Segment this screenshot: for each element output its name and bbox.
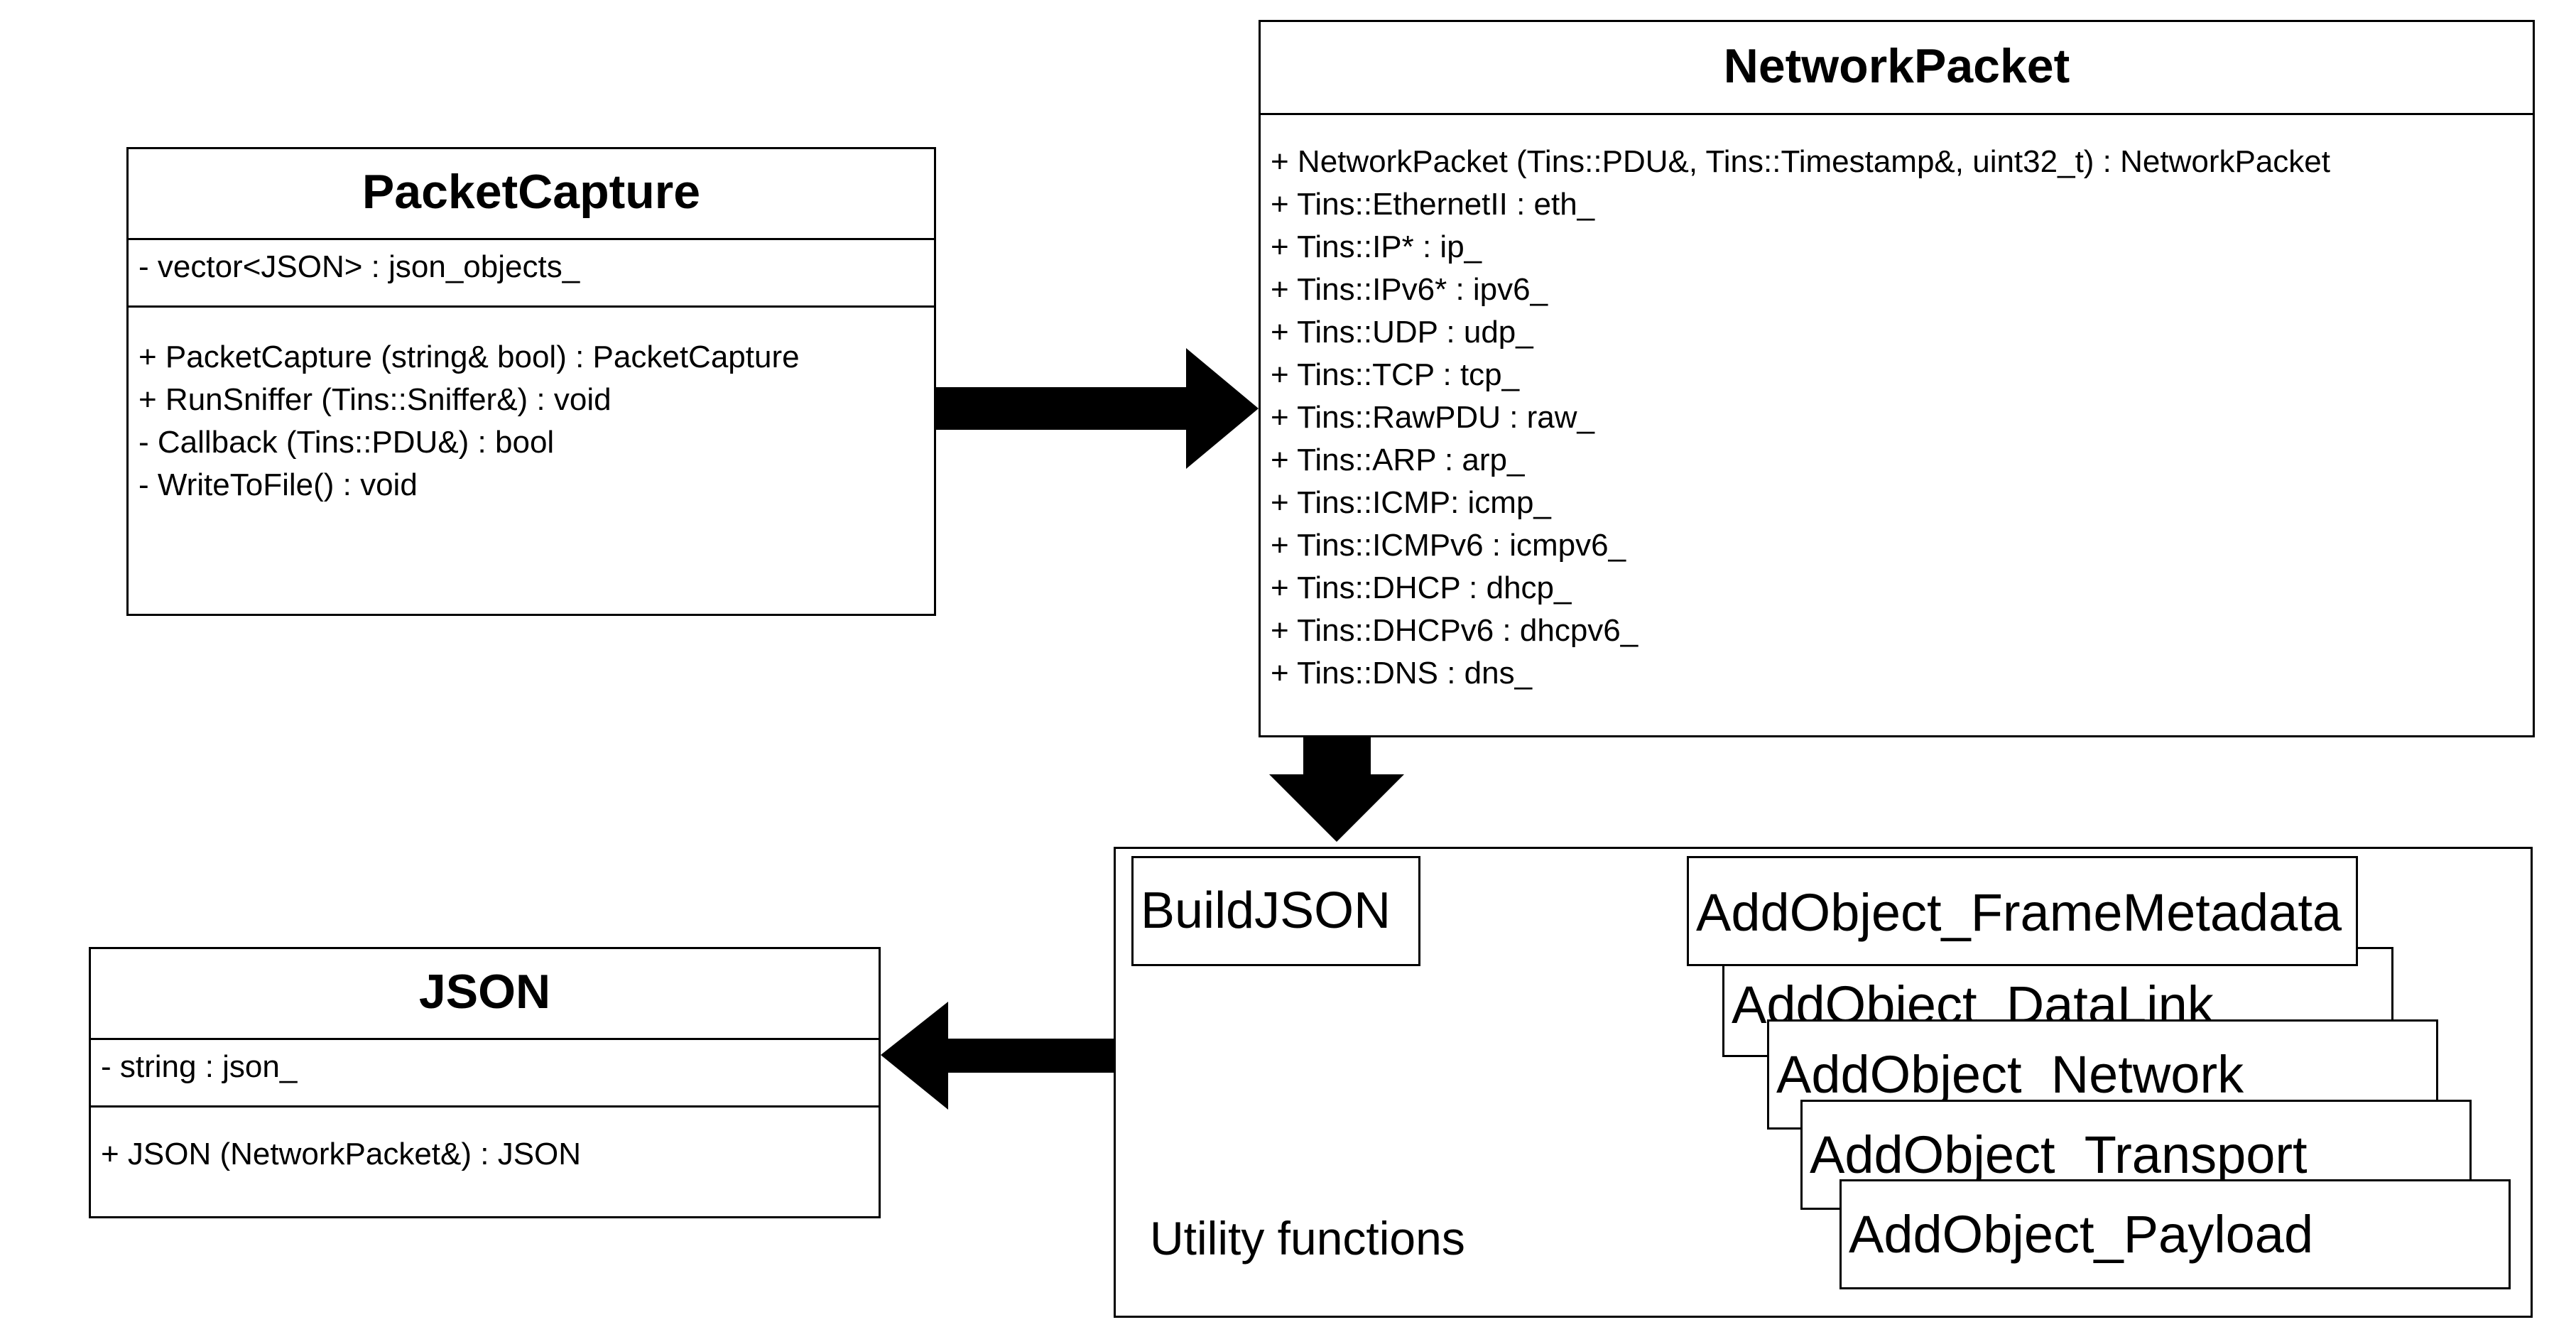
arrow-packetcapture-to-networkpacket (934, 348, 1259, 469)
arrow-networkpacket-to-utility (1269, 732, 1404, 842)
class-title: NetworkPacket (1723, 39, 2070, 93)
function-label: AddObject_Network (1776, 1045, 2244, 1104)
member: + Tins::TCP : tcp_ (1271, 357, 1520, 392)
method: + RunSniffer (Tins::Sniffer&) : void (138, 382, 612, 417)
attributes-section: - string : json_ (91, 1038, 879, 1105)
utility-functions-label: Utility functions (1150, 1212, 1465, 1265)
method: - Callback (Tins::PDU&) : bool (138, 425, 555, 460)
addobject-framemetadata-box: AddObject_FrameMetadata (1687, 856, 2358, 966)
methods-section: + PacketCapture (string& bool) : PacketC… (129, 305, 934, 512)
method: + PacketCapture (string& bool) : PacketC… (138, 340, 800, 374)
attribute: - string : json_ (101, 1049, 298, 1084)
member: + Tins::ICMPv6 : icmpv6_ (1271, 528, 1626, 563)
members-section: + NetworkPacket (Tins::PDU&, Tins::Times… (1261, 113, 2533, 700)
function-label: AddObject_Transport (1810, 1125, 2308, 1184)
buildjson-box: BuildJSON (1131, 856, 1420, 966)
buildjson-label: BuildJSON (1141, 882, 1391, 939)
class-title: JSON (418, 965, 551, 1019)
attributes-section: - vector<JSON> : json_objects_ (129, 238, 934, 305)
class-networkpacket: NetworkPacket + NetworkPacket (Tins::PDU… (1259, 20, 2535, 737)
member: + Tins::ARP : arp_ (1271, 443, 1525, 477)
attribute: - vector<JSON> : json_objects_ (138, 249, 580, 284)
member: + Tins::EthernetII : eth_ (1271, 187, 1595, 222)
member: + Tins::ICMP: icmp_ (1271, 485, 1551, 520)
member: + Tins::RawPDU : raw_ (1271, 400, 1595, 435)
class-packetcapture: PacketCapture - vector<JSON> : json_obje… (126, 147, 936, 616)
class-title: PacketCapture (362, 165, 701, 219)
methods-section: + JSON (NetworkPacket&) : JSON (91, 1105, 879, 1181)
member: + Tins::DNS : dns_ (1271, 656, 1533, 691)
function-label: AddObject_Payload (1849, 1205, 2314, 1264)
member: + NetworkPacket (Tins::PDU&, Tins::Times… (1271, 144, 2331, 179)
member: + Tins::IP* : ip_ (1271, 229, 1482, 264)
member: + Tins::DHCPv6 : dhcpv6_ (1271, 613, 1638, 648)
arrow-utility-to-json (881, 1002, 1115, 1110)
member: + Tins::IPv6* : ipv6_ (1271, 272, 1548, 307)
class-json: JSON - string : json_ + JSON (NetworkPac… (89, 947, 881, 1218)
method: + JSON (NetworkPacket&) : JSON (101, 1137, 582, 1171)
member: + Tins::DHCP : dhcp_ (1271, 570, 1572, 605)
function-label: AddObject_FrameMetadata (1696, 883, 2342, 942)
addobject-payload-box: AddObject_Payload (1839, 1179, 2511, 1289)
method: - WriteToFile() : void (138, 467, 418, 502)
member: + Tins::UDP : udp_ (1271, 315, 1533, 350)
